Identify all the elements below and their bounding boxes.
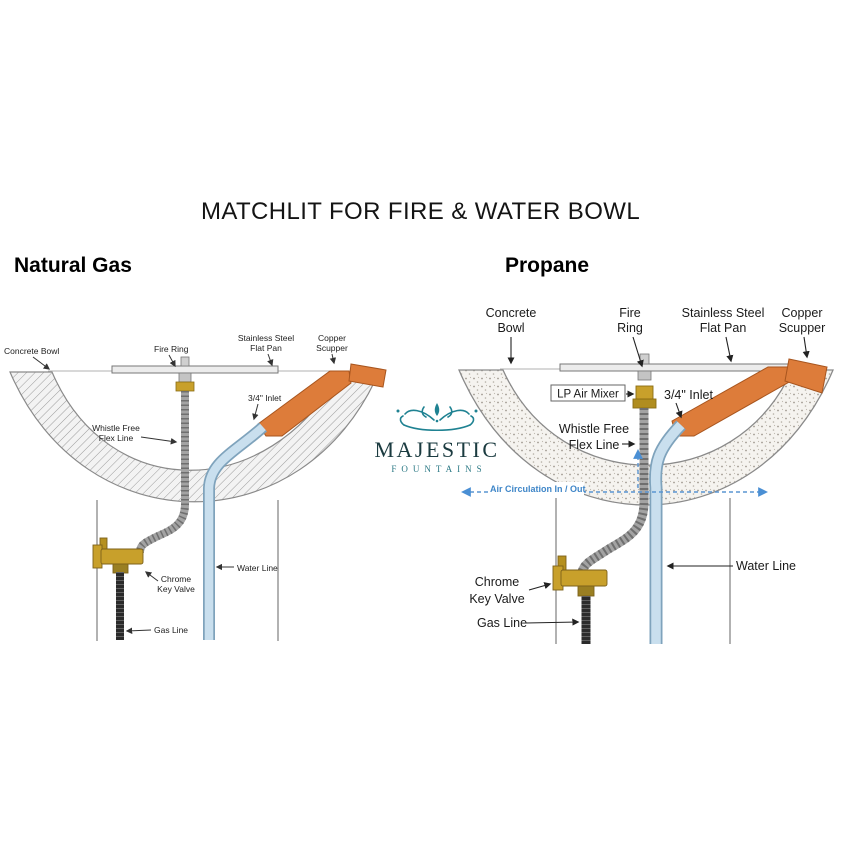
chrome-key-valve [92,537,144,574]
propane-heading: Propane [505,254,590,277]
flat-pan-label-1: Stainless Steel [682,306,765,320]
natural-gas-diagram: Concrete Bowl Fire Ring Stainless Steel … [4,333,387,641]
air-circulation-flow: Air Circulation In / Out [461,449,768,497]
air-circulation-label: Air Circulation In / Out [490,484,586,494]
flex-line-label-1: Whistle Free [92,423,140,433]
inlet-leader [252,403,259,421]
inlet-leader [675,402,683,419]
flex-line-leader [140,436,178,445]
fire-ring-leader [632,336,644,368]
air-circulation-label-bg [488,482,584,495]
copper-scupper-label-1: Copper [318,333,346,343]
copper-scupper-label-1: Copper [782,306,823,320]
concrete-bowl-label-1: Concrete [486,306,537,320]
flex-line-label-1: Whistle Free [559,422,629,436]
key-valve-label-1: Chrome [475,575,520,589]
gas-line-label: Gas Line [477,616,527,630]
copper-scupper-label-2: Scupper [779,321,826,335]
propane-diagram: Air Circulation In / Out LP Air Mixer Co… [458,306,834,644]
flat-pan-leader [267,353,274,367]
flat-pan-leader [725,336,734,363]
pedestal [96,500,279,641]
copper-scupper-label-2: Scupper [316,343,348,353]
concrete-bowl-label: Concrete Bowl [4,346,59,356]
copper-scupper-outlet [348,363,387,388]
flat-pan [559,363,791,372]
flex-line-label-2: Flex Line [99,433,134,443]
inlet-label: 3/4" Inlet [248,393,282,403]
copper-scupper-outlet [784,358,828,394]
key-valve-label-2: Key Valve [157,584,195,594]
inlet-label: 3/4" Inlet [664,388,713,402]
chrome-key-valve [552,555,608,597]
concrete-bowl-label-2: Bowl [497,321,524,335]
flex-line-label-2: Flex Line [569,438,620,452]
key-valve-label-1: Chrome [161,574,192,584]
lp-air-mixer-body [635,385,654,400]
flat-pan-label-2: Flat Pan [700,321,747,335]
logo-name: MAJESTIC [374,437,499,462]
water-line-pipe [649,420,686,644]
water-line-pipe [203,422,267,640]
fire-ring-pin [180,356,190,367]
lp-air-mixer-label: LP Air Mixer [557,389,619,401]
key-valve-label-2: Key Valve [469,592,524,606]
fire-ring-leader [168,354,176,368]
flex-line-pipe [577,408,649,574]
fire-ring-label: Fire Ring [154,344,189,354]
water-line-label: Water Line [237,563,278,573]
key-valve-leader [528,582,552,591]
gas-line-leader [125,627,152,635]
gas-line-label: Gas Line [154,625,188,635]
natural-gas-heading: Natural Gas [14,254,132,277]
water-line-label: Water Line [736,559,796,573]
lp-air-mixer-nut [632,398,657,409]
gas-line-leader [525,618,580,626]
flex-line-pipe [136,391,189,554]
copper-scupper-leader [802,336,810,359]
fire-ring-nipple [637,370,652,381]
flat-pan [111,365,279,374]
key-valve-leader [144,571,159,582]
logo-ornament-icon [396,403,478,431]
concrete-bowl-leader [32,356,51,370]
copper-scupper-leader [329,353,337,365]
logo-subtitle: FOUNTAINS [391,464,486,474]
fire-ring-nut [175,381,195,392]
lp-air-mixer-label-box [550,384,626,402]
majestic-fountains-logo: MAJESTIC FOUNTAINS [374,403,499,474]
flat-pan-label-2: Flat Pan [250,343,282,353]
fire-ring-label-1: Fire [619,306,641,320]
copper-scupper-chute [257,370,352,437]
fire-ring-label-2: Ring [617,321,643,335]
fire-ring-nipple [178,372,192,383]
flat-pan-label-1: Stainless Steel [238,333,294,343]
page-title: MATCHLIT FOR FIRE & WATER BOWL [200,198,641,225]
